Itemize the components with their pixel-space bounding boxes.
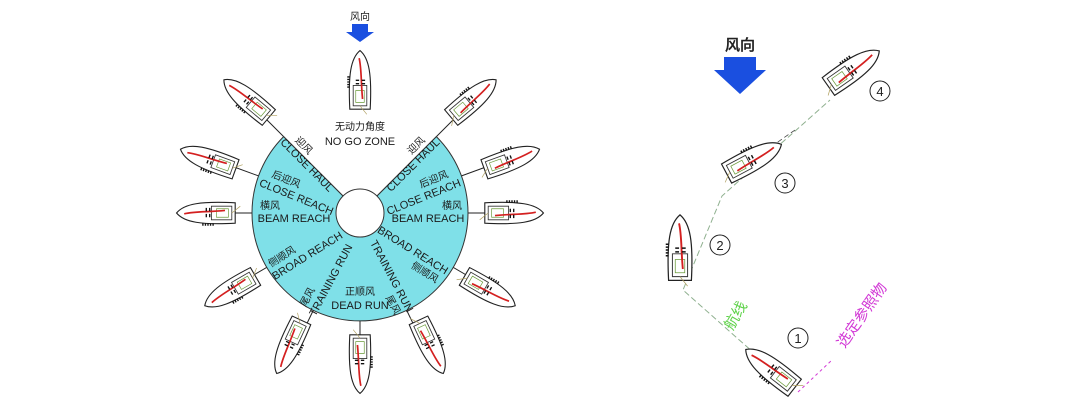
boat-close-haul-right <box>438 69 504 130</box>
no-go-en: NO GO ZONE <box>325 136 395 148</box>
course-reference-diagram: 风向 1 2 3 4 航线 选定参照物 <box>664 36 891 403</box>
center-hub <box>335 188 385 238</box>
label-beam-reach-right: 横风 BEAM REACH <box>392 199 465 225</box>
position-marker-1: 1 <box>787 327 809 349</box>
boat-dead-run <box>348 328 374 395</box>
label-beam-reach-left: 横风 BEAM REACH <box>258 199 331 225</box>
reference-object-label: 选定参照物 <box>833 279 891 351</box>
label-cn: 正顺风 <box>345 286 375 298</box>
no-go-zone-label: 无动力角度 NO GO ZONE <box>325 120 395 148</box>
boat-training-run-right <box>405 309 456 379</box>
route-line <box>682 99 831 386</box>
position-number: 1 <box>794 331 801 346</box>
label-cn: 横风 <box>260 199 280 212</box>
boat-position-2 <box>664 213 693 288</box>
wind-label-right: 风向 <box>725 36 755 54</box>
position-marker-3: 3 <box>774 172 796 194</box>
boat-broad-reach-left <box>198 263 268 318</box>
position-number: 3 <box>781 176 788 191</box>
boat-no-go-zone <box>346 49 372 116</box>
wind-direction-indicator-left: 风向 <box>346 10 374 42</box>
reference-line <box>797 359 833 393</box>
boat-close-haul-left <box>214 70 281 132</box>
boat-close-reach-right <box>474 136 545 182</box>
boat-broad-reach-right <box>453 261 523 316</box>
wind-arrow-icon <box>346 24 374 42</box>
position-marker-2: 2 <box>709 234 731 256</box>
no-go-cn: 无动力角度 <box>335 120 385 133</box>
label-dead-run: 正顺风 DEAD RUN <box>331 286 389 312</box>
position-marker-4: 4 <box>869 80 891 102</box>
boat-close-reach-left <box>175 138 245 184</box>
position-number: 2 <box>716 238 723 253</box>
label-en: DEAD RUN <box>331 300 389 312</box>
boat-beam-reach-right <box>478 199 545 225</box>
position-number: 4 <box>876 84 883 99</box>
label-en: BEAM REACH <box>392 213 465 225</box>
boat-beam-reach-left <box>175 201 242 227</box>
points-of-sail-diagram: 风向 无动力角度 N <box>175 10 545 395</box>
wind-arrow-icon <box>714 57 766 94</box>
label-en: BEAM REACH <box>258 213 331 225</box>
label-cn: 横风 <box>442 199 462 212</box>
boat-position-1 <box>736 339 807 403</box>
route-label: 航线 <box>720 298 751 333</box>
wind-label: 风向 <box>350 10 370 23</box>
